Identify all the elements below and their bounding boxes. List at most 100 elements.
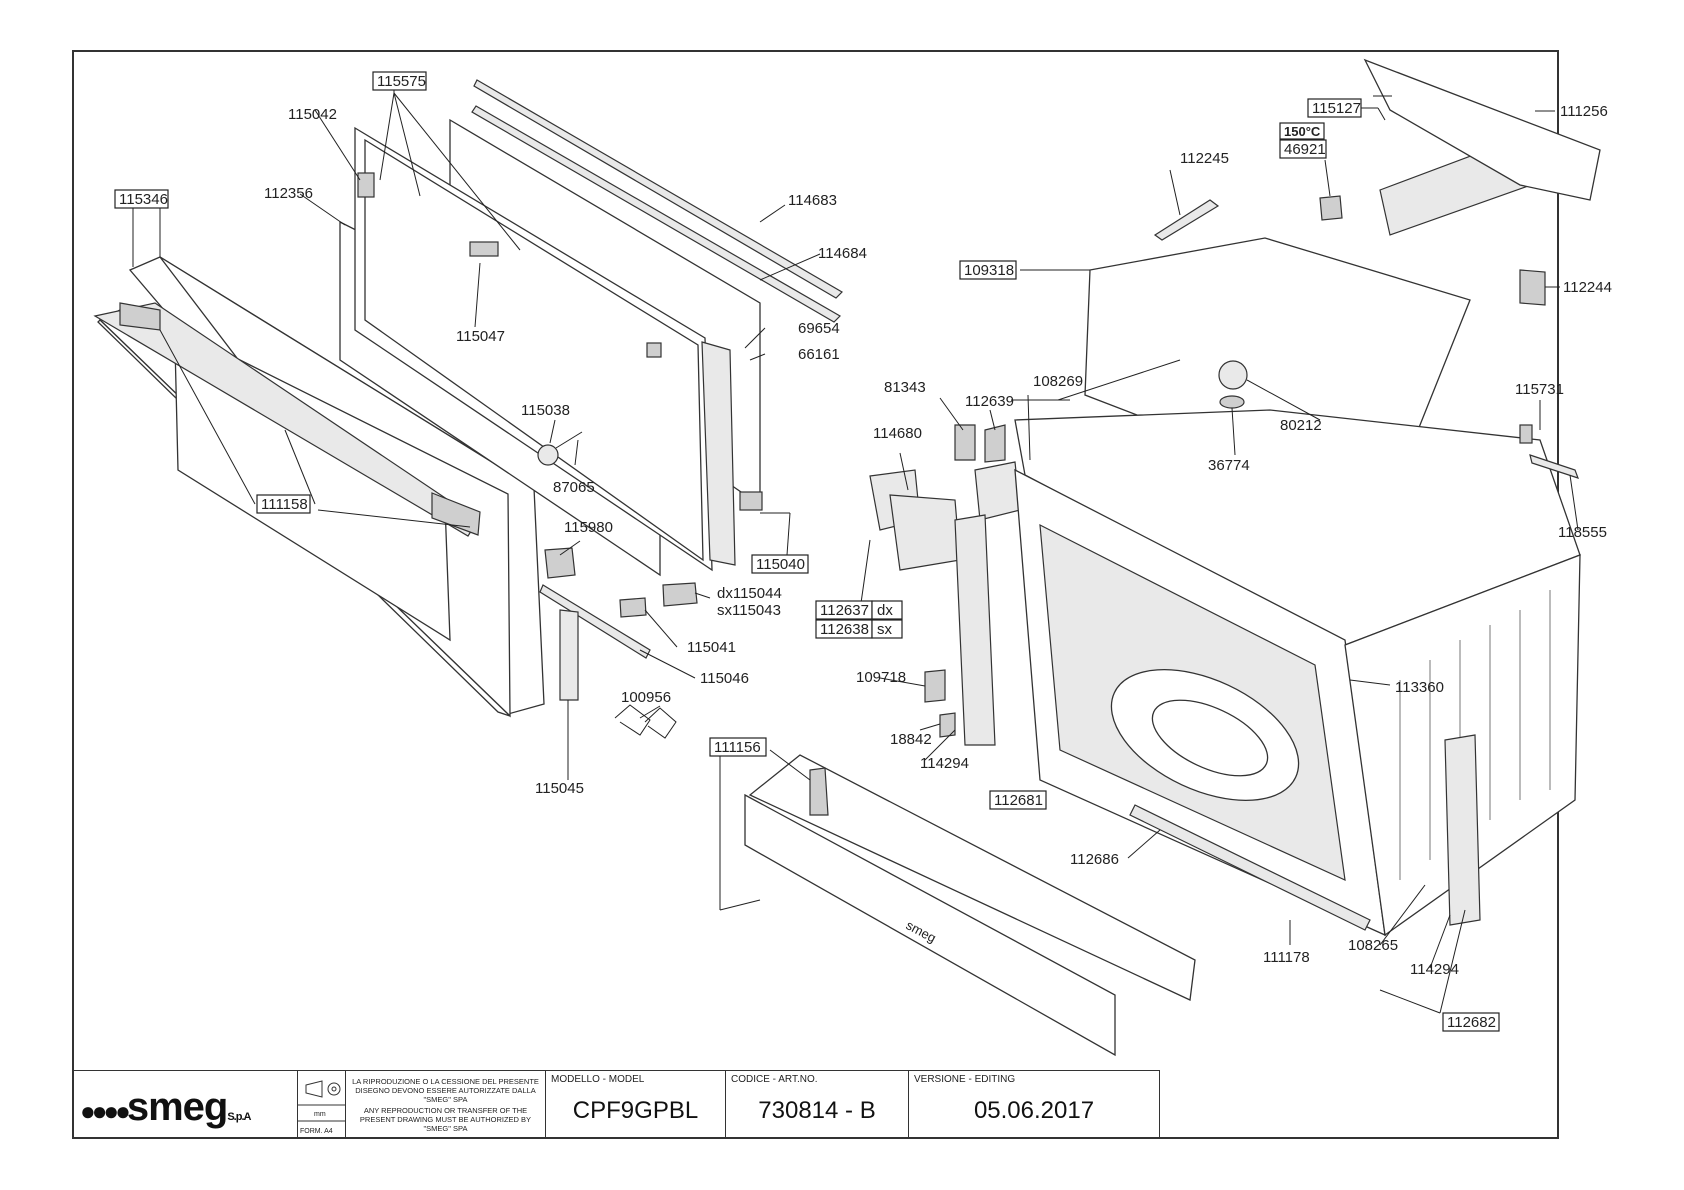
- label-112639: 112639: [965, 393, 1014, 410]
- label-111256: 111256: [1560, 103, 1608, 120]
- lock-plate: [889, 494, 961, 571]
- fan-hub-80212: [1218, 360, 1248, 390]
- clip-small: [646, 342, 662, 358]
- cavity-back-emboss-inner: [1151, 699, 1269, 777]
- bracket-112245: [1153, 199, 1220, 241]
- label-66161: 66161: [798, 346, 840, 363]
- label-sx-115043: sx115043: [717, 602, 781, 619]
- version-value: 05.06.2017: [973, 1097, 1095, 1124]
- svg-text:111158: 111158: [261, 496, 308, 513]
- code-value: 730814 - B: [758, 1097, 876, 1124]
- projection-cell: mm FORM. A4: [298, 1070, 346, 1139]
- svg-text:112681: 112681: [994, 792, 1043, 809]
- label-115038: 115038: [521, 402, 570, 419]
- door-hinge-115045: [559, 609, 579, 701]
- label-69654: 69654: [798, 320, 840, 337]
- svg-text:112637: 112637: [820, 602, 869, 619]
- fan-nut-36774: [1219, 395, 1245, 409]
- hinge-connector: [739, 491, 763, 511]
- code-header: CODICE - ART.NO.: [731, 1074, 818, 1085]
- label-87065: 87065: [553, 479, 595, 496]
- label-109718: 109718: [856, 669, 906, 686]
- version-cell: VERSIONE - EDITING 05.06.2017: [909, 1070, 1160, 1139]
- screw-87065: [555, 431, 583, 449]
- label-18842: 18842: [890, 731, 932, 748]
- title-block: ●●●●smegS.p.A mm FORM. A4 LA RIPRODUZION…: [72, 1070, 1160, 1139]
- label-100956: 100956: [621, 689, 671, 706]
- svg-text:109318: 109318: [964, 262, 1014, 279]
- cam-plate: [974, 461, 1021, 521]
- clip-115041: [619, 597, 647, 618]
- label-115040: 115040: [751, 554, 809, 574]
- handle-bracket-right: [431, 492, 481, 536]
- label-dx-115044: dx115044: [717, 585, 782, 602]
- label-118555: 118555: [1558, 524, 1607, 541]
- part-labels: 115575 115042 115346 112356 114683 11468…: [114, 71, 1612, 1032]
- svg-text:46921: 46921: [1284, 141, 1326, 158]
- svg-text:sx: sx: [877, 621, 893, 638]
- hinge-catch-115044: [662, 582, 698, 607]
- clip-100956-a: [614, 704, 651, 736]
- smeg-logo: ●●●●smegS.p.A: [80, 1085, 251, 1129]
- label-112686: 112686: [1070, 851, 1119, 868]
- rear-cover: [1363, 58, 1601, 201]
- svg-text:111156: 111156: [714, 739, 761, 756]
- projection-symbol-icon: mm FORM. A4: [298, 1080, 346, 1135]
- clip-115042: [357, 172, 375, 198]
- switch-112639: [984, 424, 1006, 463]
- copyright-en: ANY REPRODUCTION OR TRANSFER OF THE PRES…: [359, 1106, 532, 1133]
- label-115346: 115346: [114, 189, 169, 209]
- label-150c: 150°C: [1279, 122, 1325, 140]
- svg-text:112682: 112682: [1447, 1014, 1496, 1031]
- label-114683: 114683: [788, 192, 837, 209]
- label-114684: 114684: [818, 245, 867, 262]
- label-115127: 115127: [1307, 98, 1362, 118]
- trim-114684: [471, 105, 841, 323]
- label-112244: 112244: [1563, 279, 1612, 296]
- model-header: MODELLO - MODEL: [551, 1074, 645, 1085]
- hinge-block-115040: [701, 341, 736, 566]
- label-112245: 112245: [1180, 150, 1229, 167]
- seal-111178: [1129, 804, 1371, 931]
- label-108265: 108265: [1348, 937, 1398, 954]
- label-111178: 111178: [1263, 949, 1310, 966]
- switch-81343: [954, 424, 976, 461]
- label-115045: 115045: [535, 780, 584, 797]
- label-113360: 113360: [1395, 679, 1444, 696]
- label-115575: 115575: [372, 71, 427, 91]
- clip-115047: [469, 241, 499, 257]
- label-81343: 81343: [884, 379, 926, 396]
- thermostat-46921: [1319, 195, 1343, 221]
- label-112356: 112356: [264, 185, 313, 202]
- bushing-115038: [537, 444, 559, 466]
- right-hinge-112682: [1444, 734, 1481, 926]
- bottom-trim-panel-111156: [744, 793, 1116, 1057]
- svg-text:115127: 115127: [1312, 100, 1361, 117]
- label-115042: 115042: [288, 106, 337, 123]
- code-cell: CODICE - ART.NO. 730814 - B: [726, 1070, 909, 1139]
- svg-text:115040: 115040: [756, 556, 805, 573]
- label-80212: 80212: [1280, 417, 1322, 434]
- part-18842: [939, 712, 956, 738]
- bottom-panel-back: [748, 754, 1196, 1001]
- svg-text:115346: 115346: [119, 191, 168, 208]
- clip-100956-b: [644, 707, 677, 739]
- svg-text:FORM. A4: FORM. A4: [300, 1128, 333, 1135]
- rail-115046: [539, 584, 651, 659]
- label-114294-a: 114294: [920, 755, 969, 772]
- svg-text:150°C: 150°C: [1284, 124, 1321, 139]
- label-115041: 115041: [687, 639, 736, 656]
- label-115047: 115047: [456, 328, 505, 345]
- hinge-rail-112681: [954, 514, 996, 746]
- label-114680: 114680: [873, 425, 922, 442]
- copyright-cell: LA RIPRODUZIONE O LA CESSIONE DEL PRESEN…: [346, 1070, 546, 1139]
- version-header: VERSIONE - EDITING: [914, 1074, 1016, 1085]
- panel-clip: [809, 767, 829, 816]
- door-inner-frame-opening: [364, 138, 704, 562]
- bracket-115980: [544, 547, 576, 579]
- svg-text:mm: mm: [314, 1111, 326, 1118]
- label-111156: 111156: [709, 737, 767, 757]
- label-109318: 109318: [959, 260, 1017, 280]
